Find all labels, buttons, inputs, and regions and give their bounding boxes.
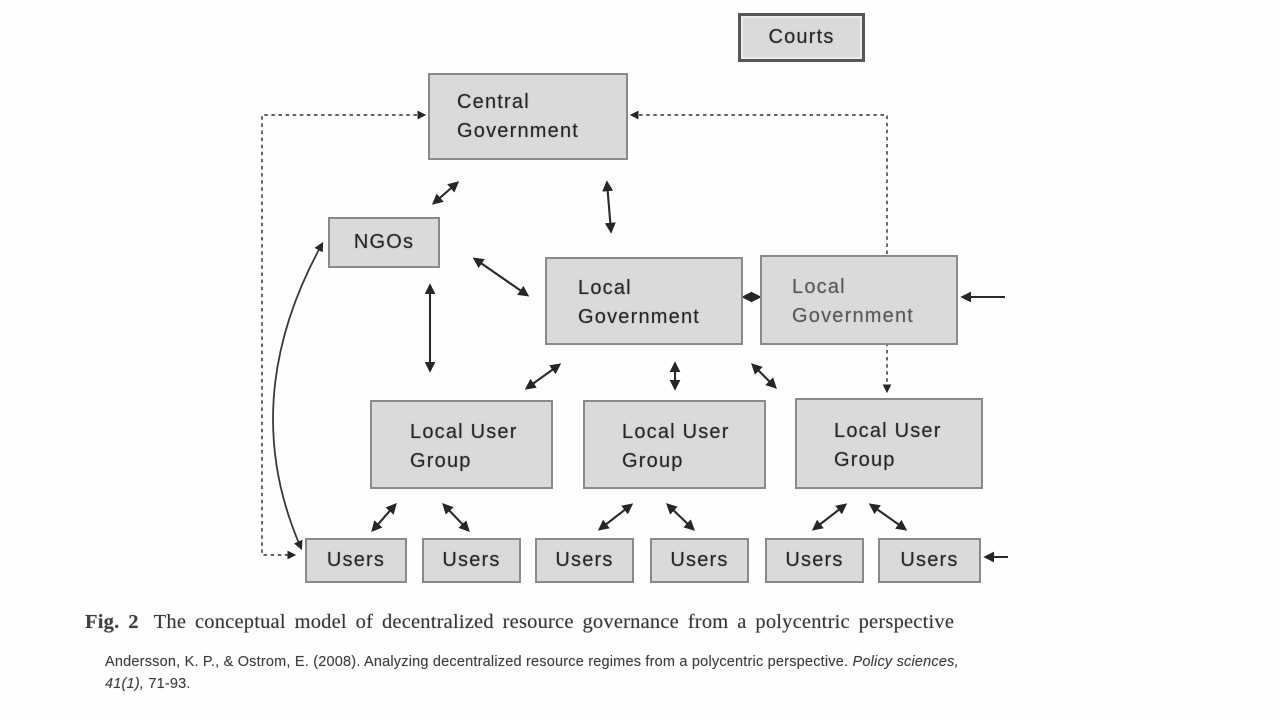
users-1-label: Users — [326, 549, 386, 571]
box-local-government-2: Local Government — [760, 255, 958, 345]
local-user-group-3-label-line1: Local User — [834, 420, 942, 442]
courts-label: Courts — [768, 26, 835, 48]
local-government-2-label-line2: Government — [792, 305, 915, 327]
local-government-2-label-line1: Local — [792, 276, 846, 298]
box-users-3: Users — [535, 538, 634, 583]
local-user-group-1-label-line1: Local User — [410, 421, 518, 443]
local-user-group-2-label-line1: Local User — [622, 421, 730, 443]
local-user-group-1-label-line2: Group — [410, 450, 472, 472]
users-5-label: Users — [785, 549, 844, 571]
local-user-group-2-label-line2: Group — [622, 450, 684, 472]
local-user-group-3-label-line2: Group — [834, 449, 896, 471]
users-4-label: Users — [670, 549, 729, 571]
box-local-user-group-3: Local User Group — [795, 398, 983, 489]
arrow-central-local-government — [602, 180, 616, 234]
citation-pages: 71-93. — [144, 676, 191, 692]
box-local-government-1: Local Government — [545, 257, 743, 345]
figure-number: Fig. 2 — [85, 611, 139, 633]
citation-line-1: Andersson, K. P., & Ostrom, E. (2008). A… — [105, 651, 1145, 673]
citation-journal: Policy sciences, — [852, 654, 959, 670]
arrow-central-ngos — [431, 181, 460, 205]
box-courts: Courts — [738, 13, 865, 62]
arrow-group1-users1 — [371, 502, 397, 533]
box-users-4: Users — [650, 538, 749, 583]
users-2-label: Users — [442, 549, 501, 571]
arrow-local-government-user-group-1 — [524, 363, 562, 390]
box-users-5: Users — [765, 538, 864, 583]
dashed-loop-central-to-users — [261, 110, 427, 560]
citation-volume-issue: 41(1), — [105, 676, 145, 692]
box-ngos: NGOs — [328, 217, 440, 268]
ngos-label: NGOs — [353, 231, 415, 253]
arrow-ngos-local-government — [472, 257, 530, 297]
box-central-government: Central Government — [428, 73, 628, 160]
central-government-label-line1: Central — [457, 91, 530, 113]
box-local-user-group-2: Local User Group — [583, 400, 766, 489]
box-users-1: Users — [305, 538, 407, 583]
arrow-ngos-users — [272, 241, 324, 551]
citation-authors-title: Andersson, K. P., & Ostrom, E. (2008). A… — [105, 654, 853, 670]
local-government-1-label-line1: Local — [578, 277, 632, 299]
arrow-local-government-user-group-3 — [751, 363, 777, 389]
citation-line-2: 41(1), 71-93. — [105, 673, 1145, 695]
arrow-group2-users4 — [666, 503, 695, 531]
arrow-group3-users6 — [868, 503, 908, 531]
local-government-1-label-line2: Government — [578, 306, 701, 328]
users-3-label: Users — [555, 549, 614, 571]
box-users-2: Users — [422, 538, 521, 583]
figure-caption: Fig. 2 The conceptual model of decentrali… — [85, 611, 1145, 634]
arrow-group2-users3 — [597, 503, 634, 531]
arrow-group3-users5 — [811, 503, 848, 531]
arrow-group1-users2 — [442, 503, 470, 532]
box-users-6: Users — [878, 538, 981, 583]
box-local-user-group-1: Local User Group — [370, 400, 553, 489]
dashed-path-central-to-local-user-group — [629, 110, 892, 394]
figure-caption-text: The conceptual model of decentralized re… — [153, 611, 955, 633]
central-government-label-line2: Government — [457, 120, 580, 142]
users-6-label: Users — [900, 549, 959, 571]
citation: Andersson, K. P., & Ostrom, E. (2008). A… — [105, 651, 1145, 695]
